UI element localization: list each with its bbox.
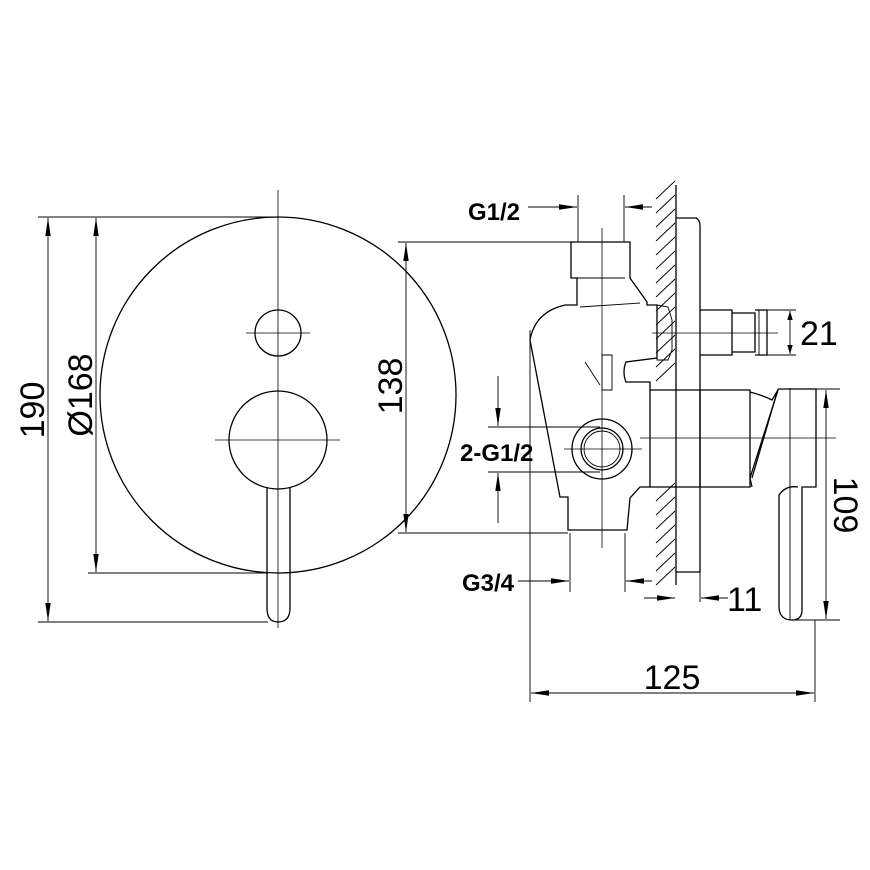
hatch-line (655, 482, 676, 502)
side-view (529, 180, 836, 621)
hatch-line (655, 250, 676, 270)
hatch-line (655, 180, 676, 200)
hex-nut (656, 304, 673, 361)
side-dimensions: G1/2 2-G1/2 G3/4 11 21 109 125 (460, 195, 864, 702)
hatch-line (655, 362, 676, 382)
hatch-line (655, 566, 676, 586)
dim-2g12-label: 2-G1/2 (460, 440, 533, 467)
valve-body (529, 241, 658, 531)
escutcheon-side (676, 217, 701, 573)
wall-hatch (655, 180, 676, 586)
dim-11-label: 11 (727, 581, 762, 619)
hatch-line (655, 348, 676, 368)
hatch-line (655, 552, 676, 572)
diverter-stem (584, 354, 613, 391)
spout-stub (700, 309, 768, 356)
dim-138-label: 138 (372, 358, 410, 415)
hatch-line (655, 222, 676, 242)
hatch-line (655, 236, 676, 256)
lever-handle (266, 487, 291, 623)
hatch-line (655, 524, 676, 544)
hatch-line (655, 264, 676, 284)
dim-168-label: Ø168 (62, 353, 100, 436)
dim-g34-label: G3/4 (462, 570, 515, 597)
hatch-line (655, 194, 676, 214)
dim-g12-label: G1/2 (468, 199, 520, 226)
hatch-line (655, 510, 676, 530)
dim-109-label: 109 (826, 477, 864, 534)
hatch-line (655, 538, 676, 558)
dim-125-label: 125 (644, 659, 701, 697)
dim-190-label: 190 (14, 382, 52, 439)
handle-body (751, 388, 817, 621)
hatch-line (655, 496, 676, 516)
hatch-line (655, 208, 676, 228)
front-dimensions: 190 Ø168 138 (14, 216, 578, 623)
dim-21-label: 21 (800, 315, 838, 353)
cartridge-housing (650, 389, 751, 488)
hatch-line (655, 306, 676, 326)
hatch-line (655, 278, 676, 298)
hatch-line (655, 292, 676, 312)
